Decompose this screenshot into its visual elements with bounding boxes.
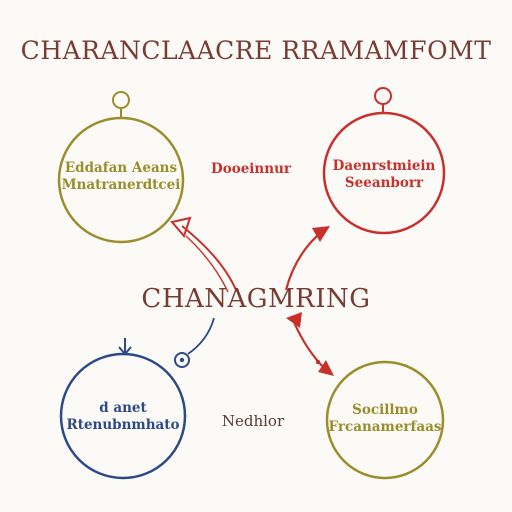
node-bottom-left-circle <box>59 352 187 480</box>
node-top-left-circle <box>57 116 185 244</box>
arrow-to-top-left-line-b <box>185 235 229 293</box>
arrow-to-top-left <box>170 216 237 293</box>
node-bottom-left-ring <box>174 352 190 368</box>
node-bottom-left <box>59 317 215 480</box>
center-label: CHANAGMRING <box>141 284 371 314</box>
arrow-to-bottom-right-head-end <box>318 360 334 376</box>
node-top-right-line1: Daenrstmiein <box>332 158 436 174</box>
arrow-to-top-left-line-a <box>181 225 237 291</box>
arrow-to-bottom-right <box>286 312 334 376</box>
node-top-right <box>322 87 446 235</box>
node-bottom-right-label: Socillmo Frcanamerfaas <box>323 402 447 436</box>
node-bottom-left-pointer <box>118 346 132 356</box>
node-bottom-left-ring-dot <box>179 357 185 363</box>
node-bottom-left-label: d anet Rtenubnmhato <box>63 400 183 434</box>
node-bottom-left-line1: d anet <box>99 400 147 416</box>
node-top-left-label: Eddafan Aeans Mnatranerdtcei <box>61 160 181 194</box>
node-top-right-ring <box>374 87 392 105</box>
arrow-to-top-right <box>284 226 330 291</box>
arrow-to-top-right-head <box>312 226 330 242</box>
node-top-left-ring <box>112 91 130 109</box>
node-top-right-circle <box>322 111 446 235</box>
node-top-right-label: Daenrstmiein Seeanborr <box>324 158 444 192</box>
node-top-left-line2: Mnatranerdtcei <box>61 177 181 193</box>
node-bottom-right-line2: Frcanamerfaas <box>328 419 442 435</box>
side-label-top-middle: Dooeinnur <box>211 161 291 177</box>
node-top-left <box>57 91 185 244</box>
arrow-to-top-left-head <box>170 216 192 238</box>
node-bottom-left-line2: Rtenubnmhato <box>66 417 180 433</box>
node-bottom-right-circle <box>325 360 445 480</box>
node-bottom-right-line1: Socillmo <box>352 402 418 418</box>
diagram-title: CHARANCLAACRE RRAMAMFOMT <box>20 36 492 65</box>
node-top-left-line1: Eddafan Aeans <box>64 160 178 176</box>
arrow-to-bottom-right-head-start <box>286 312 302 328</box>
arrow-to-bottom-right-dot <box>315 359 321 365</box>
arrow-to-bottom-right-line <box>292 321 327 371</box>
side-label-bottom-middle: Nedhlor <box>221 412 285 430</box>
node-top-right-line2: Seeanborr <box>344 175 424 191</box>
node-bottom-right <box>325 360 445 480</box>
connector-blue <box>187 317 215 355</box>
